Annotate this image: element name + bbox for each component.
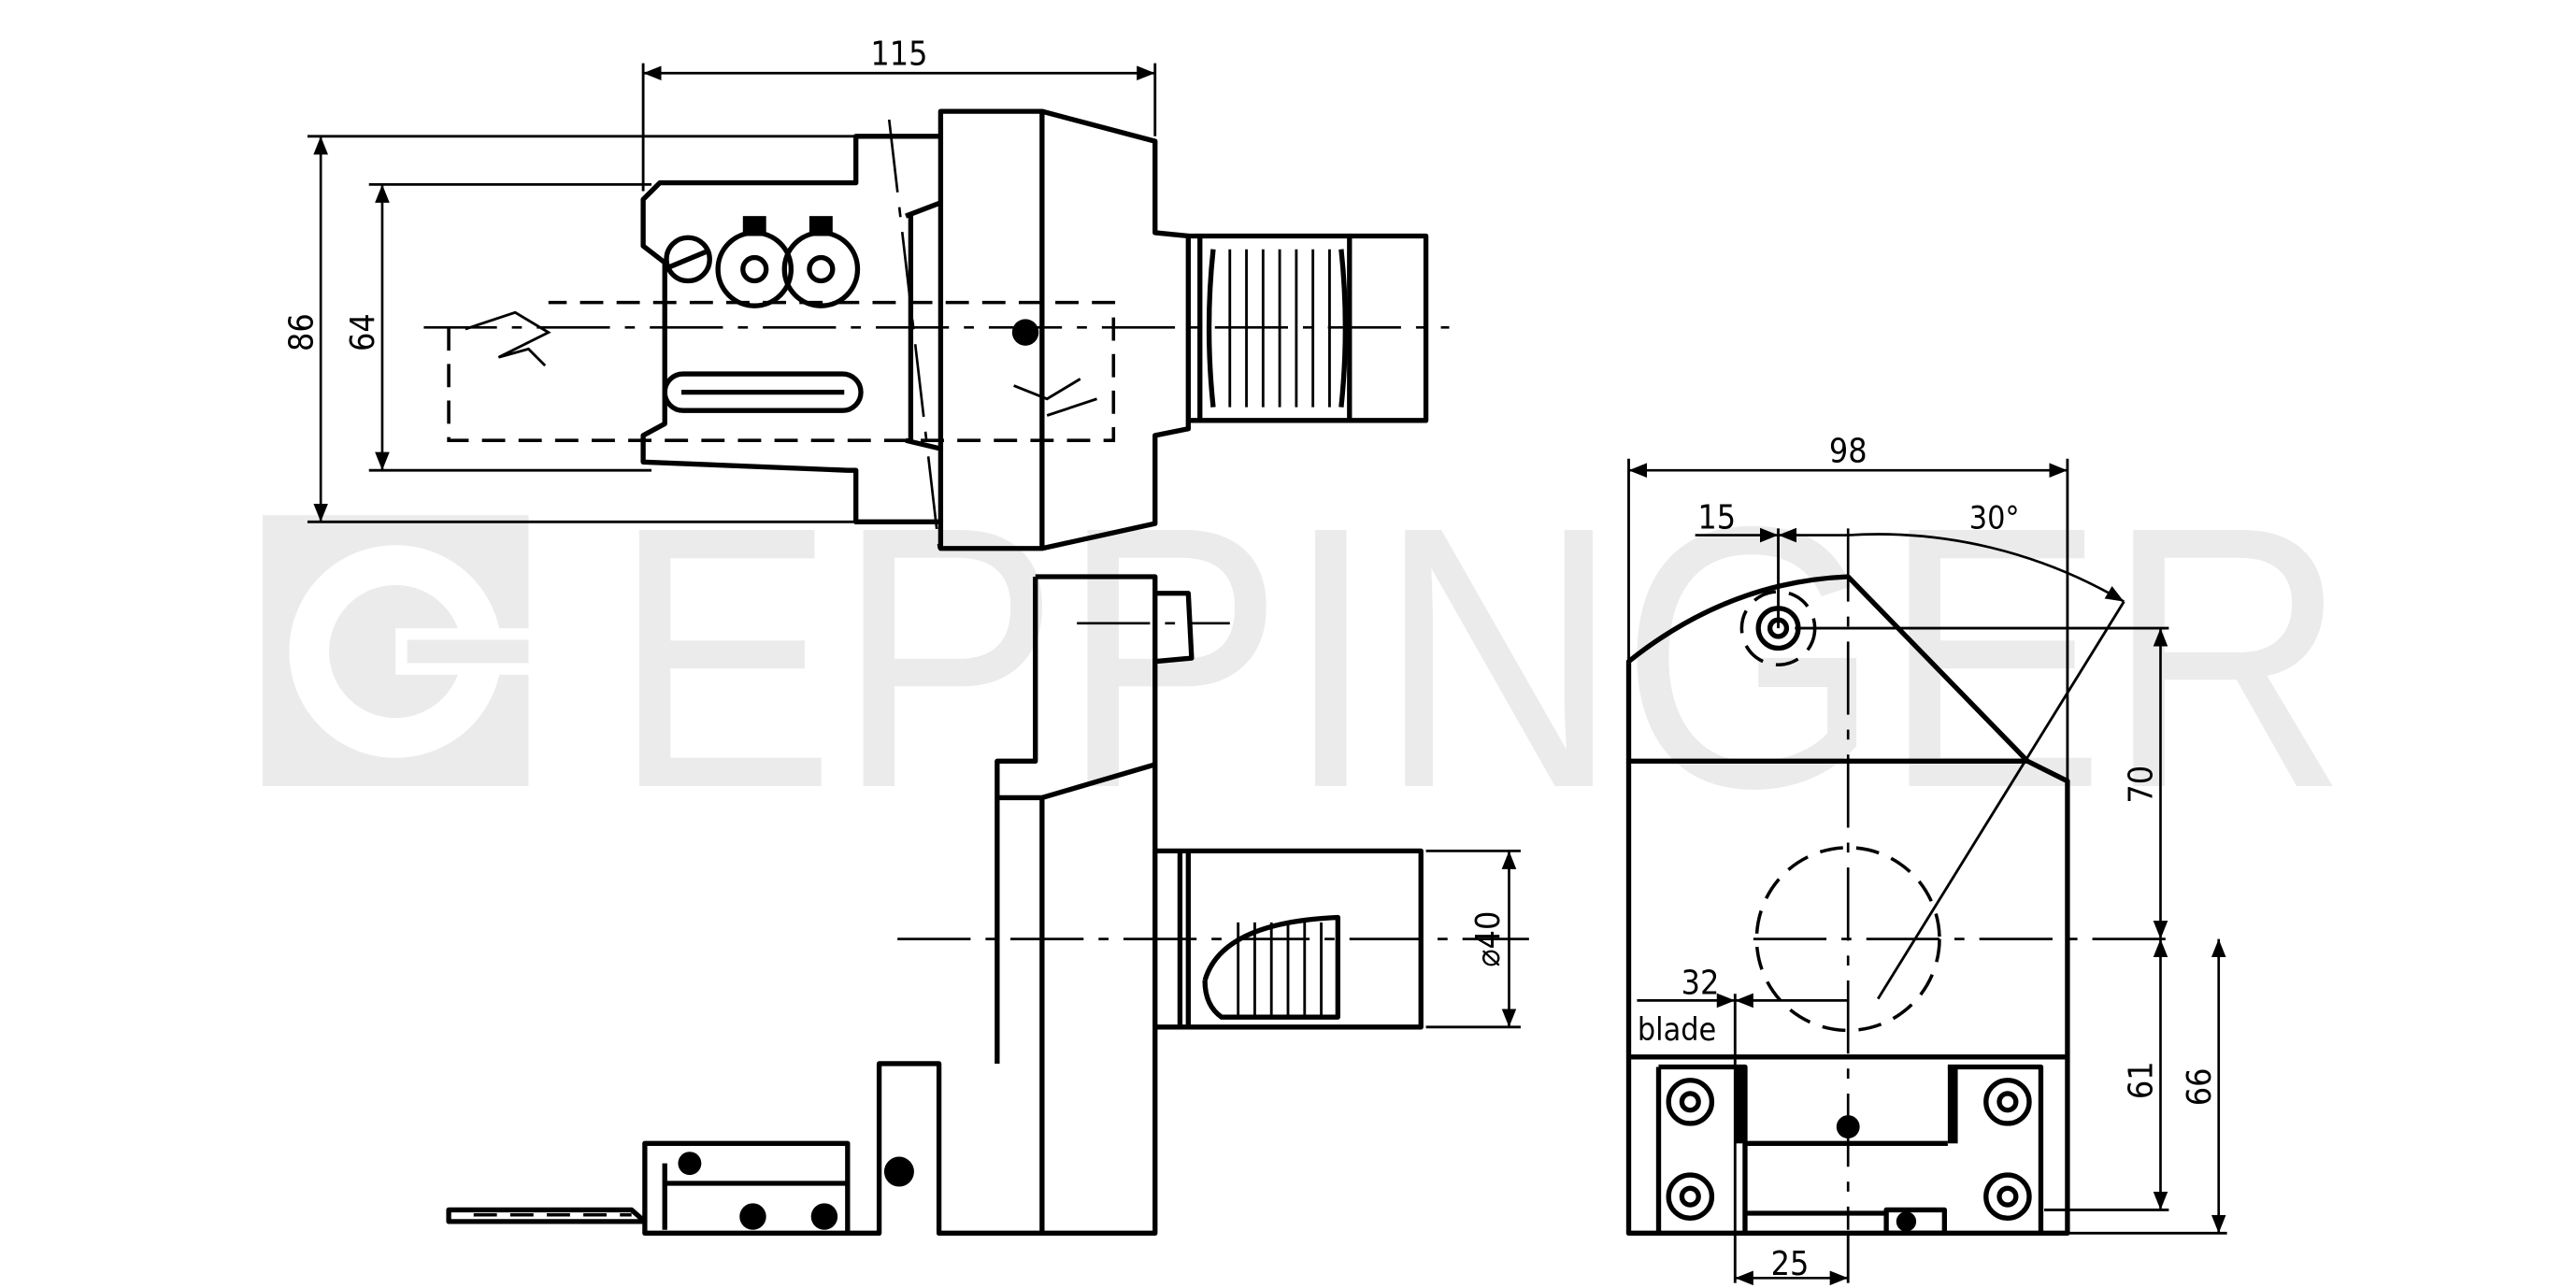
dim-61: 61 (2123, 1061, 2161, 1099)
dim-86: 86 (282, 313, 321, 351)
blade-label: blade (1638, 1011, 1716, 1048)
watermark-brand: EPPINGER (611, 450, 2348, 866)
clamp-screw-left-icon (715, 216, 794, 308)
clamp-screw-right-icon (781, 216, 861, 308)
dim-115: 115 (870, 35, 927, 73)
dim-25: 25 (1771, 1245, 1810, 1283)
dim-32: 32 (1682, 964, 1720, 1002)
dim-64: 64 (344, 313, 382, 351)
dim-diameter-40: ⌀40 (1469, 911, 1508, 967)
watermark: EPPINGER (262, 450, 2348, 866)
dim-98: 98 (1829, 432, 1868, 470)
dim-70: 70 (2123, 766, 2161, 804)
slotted-screw-icon (664, 235, 712, 284)
dim-66: 66 (2181, 1068, 2219, 1107)
eppinger-logo-icon (262, 515, 529, 787)
screw-icon (1666, 1078, 2032, 1221)
dim-angle-30: 30° (1969, 499, 2020, 536)
dim-15: 15 (1697, 498, 1736, 537)
front-view: ⌀40 (446, 574, 1529, 1236)
set-screw-icon (1011, 319, 1039, 346)
end-view: 30° 98 15 70 61 66 32 blade 25 (1625, 432, 2227, 1286)
top-view: 115 86 64 (282, 35, 1450, 551)
